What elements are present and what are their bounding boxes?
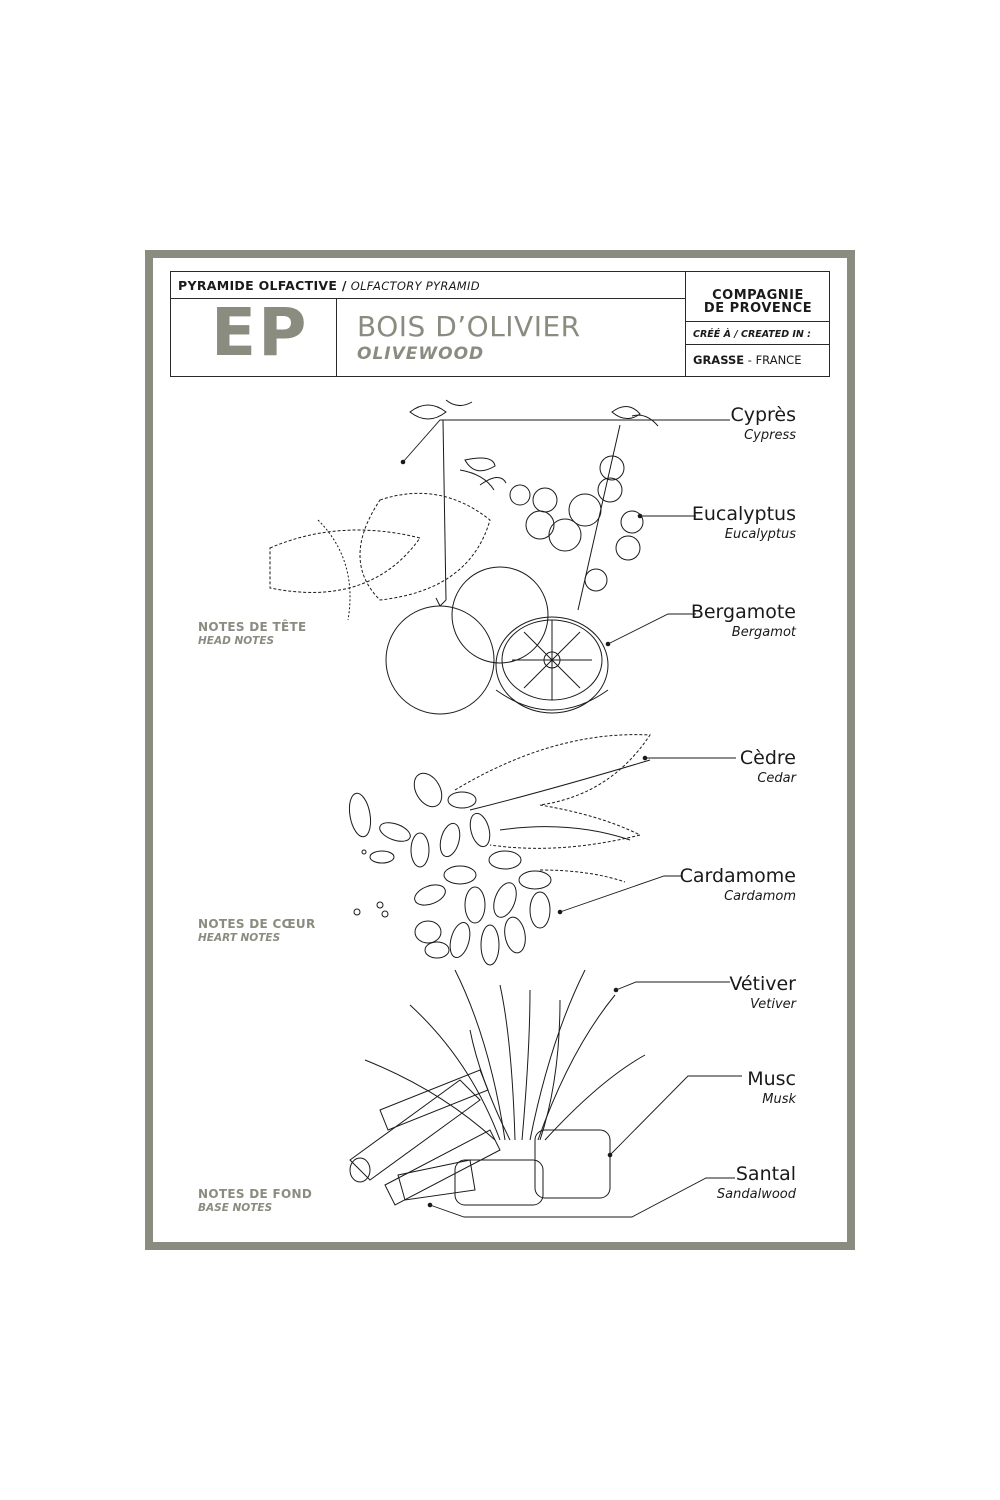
leader-lines <box>402 419 742 1218</box>
musk-illustration <box>454 1129 611 1206</box>
section-label-en: HEART NOTES <box>198 932 281 944</box>
leader-dots <box>400 459 648 1208</box>
created-label: CRÉÉ À / CREATED IN : <box>693 329 811 340</box>
section-label-fr: NOTES DE TÊTE <box>198 620 307 634</box>
ingredient-cypress: Cyprès Cypress <box>730 404 796 443</box>
origin-city: GRASSE <box>693 353 745 367</box>
product-title-fr: BOIS D’OLIVIER <box>357 310 581 343</box>
ingredient-name-fr: Santal <box>735 1163 796 1185</box>
ingredient-name-fr: Eucalyptus <box>691 503 796 525</box>
pyramid-label-fr: PYRAMIDE OLFACTIVE / <box>178 278 347 293</box>
product-title-en: OLIVEWOOD <box>357 344 485 364</box>
cardamom-illustration <box>348 772 552 966</box>
ingredient-name-en: Sandalwood <box>716 1187 796 1202</box>
section-label-en: HEAD NOTES <box>198 635 275 647</box>
base-notes-illustration <box>349 969 646 1206</box>
ingredient-cardamom: Cardamome Cardamom <box>680 865 796 904</box>
origin-country: - FRANCE <box>744 353 802 367</box>
product-code: EP <box>211 294 309 371</box>
cypress-illustration <box>269 399 659 621</box>
head-notes-label: NOTES DE TÊTE HEAD NOTES <box>198 620 306 647</box>
ingredient-name-en: Cypress <box>744 428 796 443</box>
ingredient-eucalyptus: Eucalyptus Eucalyptus <box>692 503 796 542</box>
divider <box>685 344 830 345</box>
ingredient-name-fr: Musc <box>747 1068 796 1090</box>
divider <box>685 321 830 322</box>
ingredient-bergamot: Bergamote Bergamot <box>691 601 796 640</box>
section-label-fr: NOTES DE FOND <box>198 1187 313 1201</box>
pyramid-label: PYRAMIDE OLFACTIVE /OLFACTORY PYRAMID <box>178 278 480 293</box>
ingredient-name-fr: Cardamome <box>679 865 796 887</box>
ingredient-sandalwood: Santal Sandalwood <box>717 1163 796 1202</box>
heart-notes-label: NOTES DE CŒUR HEART NOTES <box>198 917 315 944</box>
vetiver-illustration <box>364 969 646 1141</box>
ingredient-name-en: Bergamot <box>731 625 796 640</box>
brand-line-2: DE PROVENCE <box>703 301 813 316</box>
origin: GRASSE - FRANCE <box>693 353 801 367</box>
divider <box>171 298 685 299</box>
ingredient-cedar: Cèdre Cedar <box>740 747 796 786</box>
section-label-en: BASE NOTES <box>198 1202 273 1214</box>
eucalyptus-illustration <box>464 455 644 592</box>
base-notes-label: NOTES DE FOND BASE NOTES <box>198 1187 312 1214</box>
cedar-illustration <box>454 734 651 883</box>
ingredient-name-en: Cardamom <box>724 889 796 904</box>
heart-notes-illustration <box>348 734 651 966</box>
ingredient-name-en: Vetiver <box>750 997 796 1012</box>
brand-line-1: COMPAGNIE <box>712 288 804 303</box>
brand-logo: COMPAGNIE DE PROVENCE <box>685 289 831 315</box>
ingredient-name-en: Musk <box>762 1092 796 1107</box>
pyramid-label-en: OLFACTORY PYRAMID <box>350 279 480 293</box>
ingredient-vetiver: Vétiver Vetiver <box>729 973 796 1012</box>
ingredient-name-fr: Cèdre <box>739 747 796 769</box>
ingredient-musk: Musc Musk <box>747 1068 796 1107</box>
ingredient-name-fr: Vétiver <box>729 973 796 995</box>
header-box: PYRAMIDE OLFACTIVE /OLFACTORY PYRAMID EP… <box>170 271 830 377</box>
head-notes-illustration <box>269 399 659 715</box>
ingredient-name-fr: Cyprès <box>730 404 796 426</box>
section-label-fr: NOTES DE CŒUR <box>198 917 316 931</box>
divider <box>685 272 686 377</box>
sandalwood-illustration <box>349 1069 501 1206</box>
ingredient-name-en: Eucalyptus <box>724 527 796 542</box>
ingredient-name-fr: Bergamote <box>690 601 796 623</box>
divider <box>336 298 337 377</box>
bergamot-illustration <box>385 566 609 715</box>
card-frame <box>145 250 855 1250</box>
ingredient-name-en: Cedar <box>757 771 796 786</box>
